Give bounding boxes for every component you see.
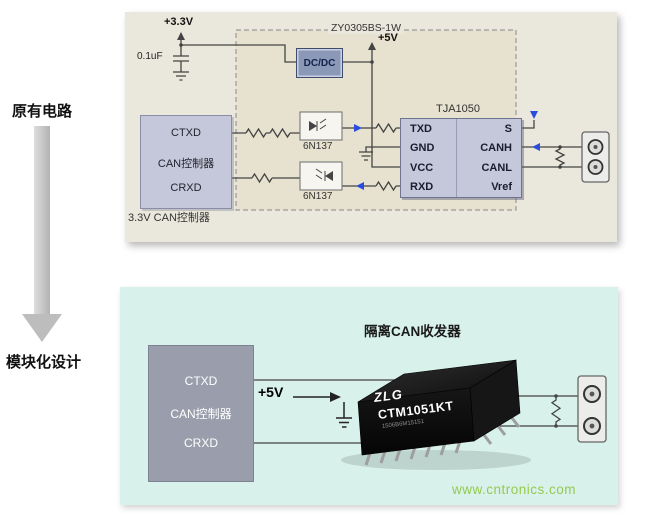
blue-right-arrow-icon (354, 124, 362, 132)
chip-shadow (341, 450, 531, 470)
tja-pin-rxd: RXD (401, 177, 457, 197)
ctxd-pin-label-bottom: CTXD (184, 374, 218, 388)
top-circuit-nodes (177, 32, 562, 169)
crxd-pin-label-bottom: CRXD (183, 436, 218, 450)
rail-5v-wire (341, 48, 400, 168)
rail-3v3-wire (181, 44, 296, 63)
tja-pin-vref: Vref (491, 181, 512, 194)
supply-3v3-label: +3.3V (164, 16, 194, 28)
dcdc-converter-block: DC/DC (296, 48, 343, 78)
transition-arrow-shaft (34, 126, 50, 316)
supply-5v-label-bottom: +5V (258, 384, 284, 400)
5v-arrowhead-icon (330, 392, 341, 402)
can-controller-block-bottom: CTXD CAN控制器 CRXD (148, 345, 254, 482)
opto2-part-label: 6N137 (303, 191, 333, 202)
ctxd-pin-label: CTXD (171, 127, 201, 139)
crxd-wire-resistor (230, 172, 300, 184)
tja-pin-canh: CANH (480, 142, 512, 155)
capacitor-value-label: 0.1uF (137, 51, 163, 62)
ctm1051kt-chip-3d (341, 359, 531, 470)
tja1050-block: TXD S GND CANH VCC CANL RXD Vref (400, 118, 522, 198)
chip-front-face (357, 387, 475, 456)
watermark-link: www.cntronics.com (452, 482, 577, 497)
termination-resistor (554, 147, 566, 167)
gnd-stub-ground-symbol (359, 146, 400, 161)
up-arrow-5v-icon (368, 42, 376, 50)
modular-design-label: 模块化设计 (6, 354, 82, 371)
ground-symbol (173, 71, 189, 81)
dcdc-module-part-label: ZY0305BS-1W (328, 22, 405, 34)
tja1050-title: TJA1050 (436, 103, 481, 115)
can-controller-name-bottom: CAN控制器 (170, 407, 232, 421)
termination-resistor-bottom (550, 396, 562, 426)
bottom-circuit-nodes (554, 394, 558, 428)
signal-direction-arrows (354, 111, 540, 190)
tja-pin-canl: CANL (481, 161, 512, 174)
top-circuit-wires (173, 33, 584, 192)
tja-pin-s: S (504, 122, 512, 135)
terminal-block-bottom (577, 375, 607, 443)
s-pin-stub (520, 120, 535, 129)
tja-pin-vcc: VCC (401, 158, 457, 178)
opto1-part-label: 6N137 (303, 141, 333, 152)
ctxd-wire-resistors (230, 127, 300, 139)
optocoupler-1 (299, 111, 343, 141)
blue-left-arrow-icon (356, 182, 364, 190)
tja-pin-txd: TXD (401, 119, 457, 139)
dcdc-converter-label: DC/DC (303, 57, 336, 69)
supply-arrow-and-ground (293, 396, 352, 428)
supply-5v-label: +5V (378, 32, 398, 44)
original-circuit-label: 原有电路 (12, 103, 73, 120)
controller-caption: 3.3V CAN控制器 (128, 212, 210, 224)
transition-arrow-head-icon (22, 314, 62, 342)
crxd-pin-label: CRXD (170, 182, 202, 194)
tja-pin-gnd: GND (401, 138, 457, 158)
ground-symbol-bottom (336, 402, 352, 428)
can-controller-block-top: CTXD CAN控制器 CRXD (140, 115, 232, 209)
terminal-block-top (581, 131, 610, 183)
optocoupler-2 (299, 161, 343, 191)
blue-down-arrow-icon (530, 111, 538, 119)
blue-left-arrow2-icon (532, 143, 540, 151)
isolated-transceiver-title: 隔离CAN收发器 (364, 324, 461, 339)
up-arrow-3v3-icon (177, 32, 185, 40)
can-controller-name: CAN控制器 (157, 158, 215, 170)
